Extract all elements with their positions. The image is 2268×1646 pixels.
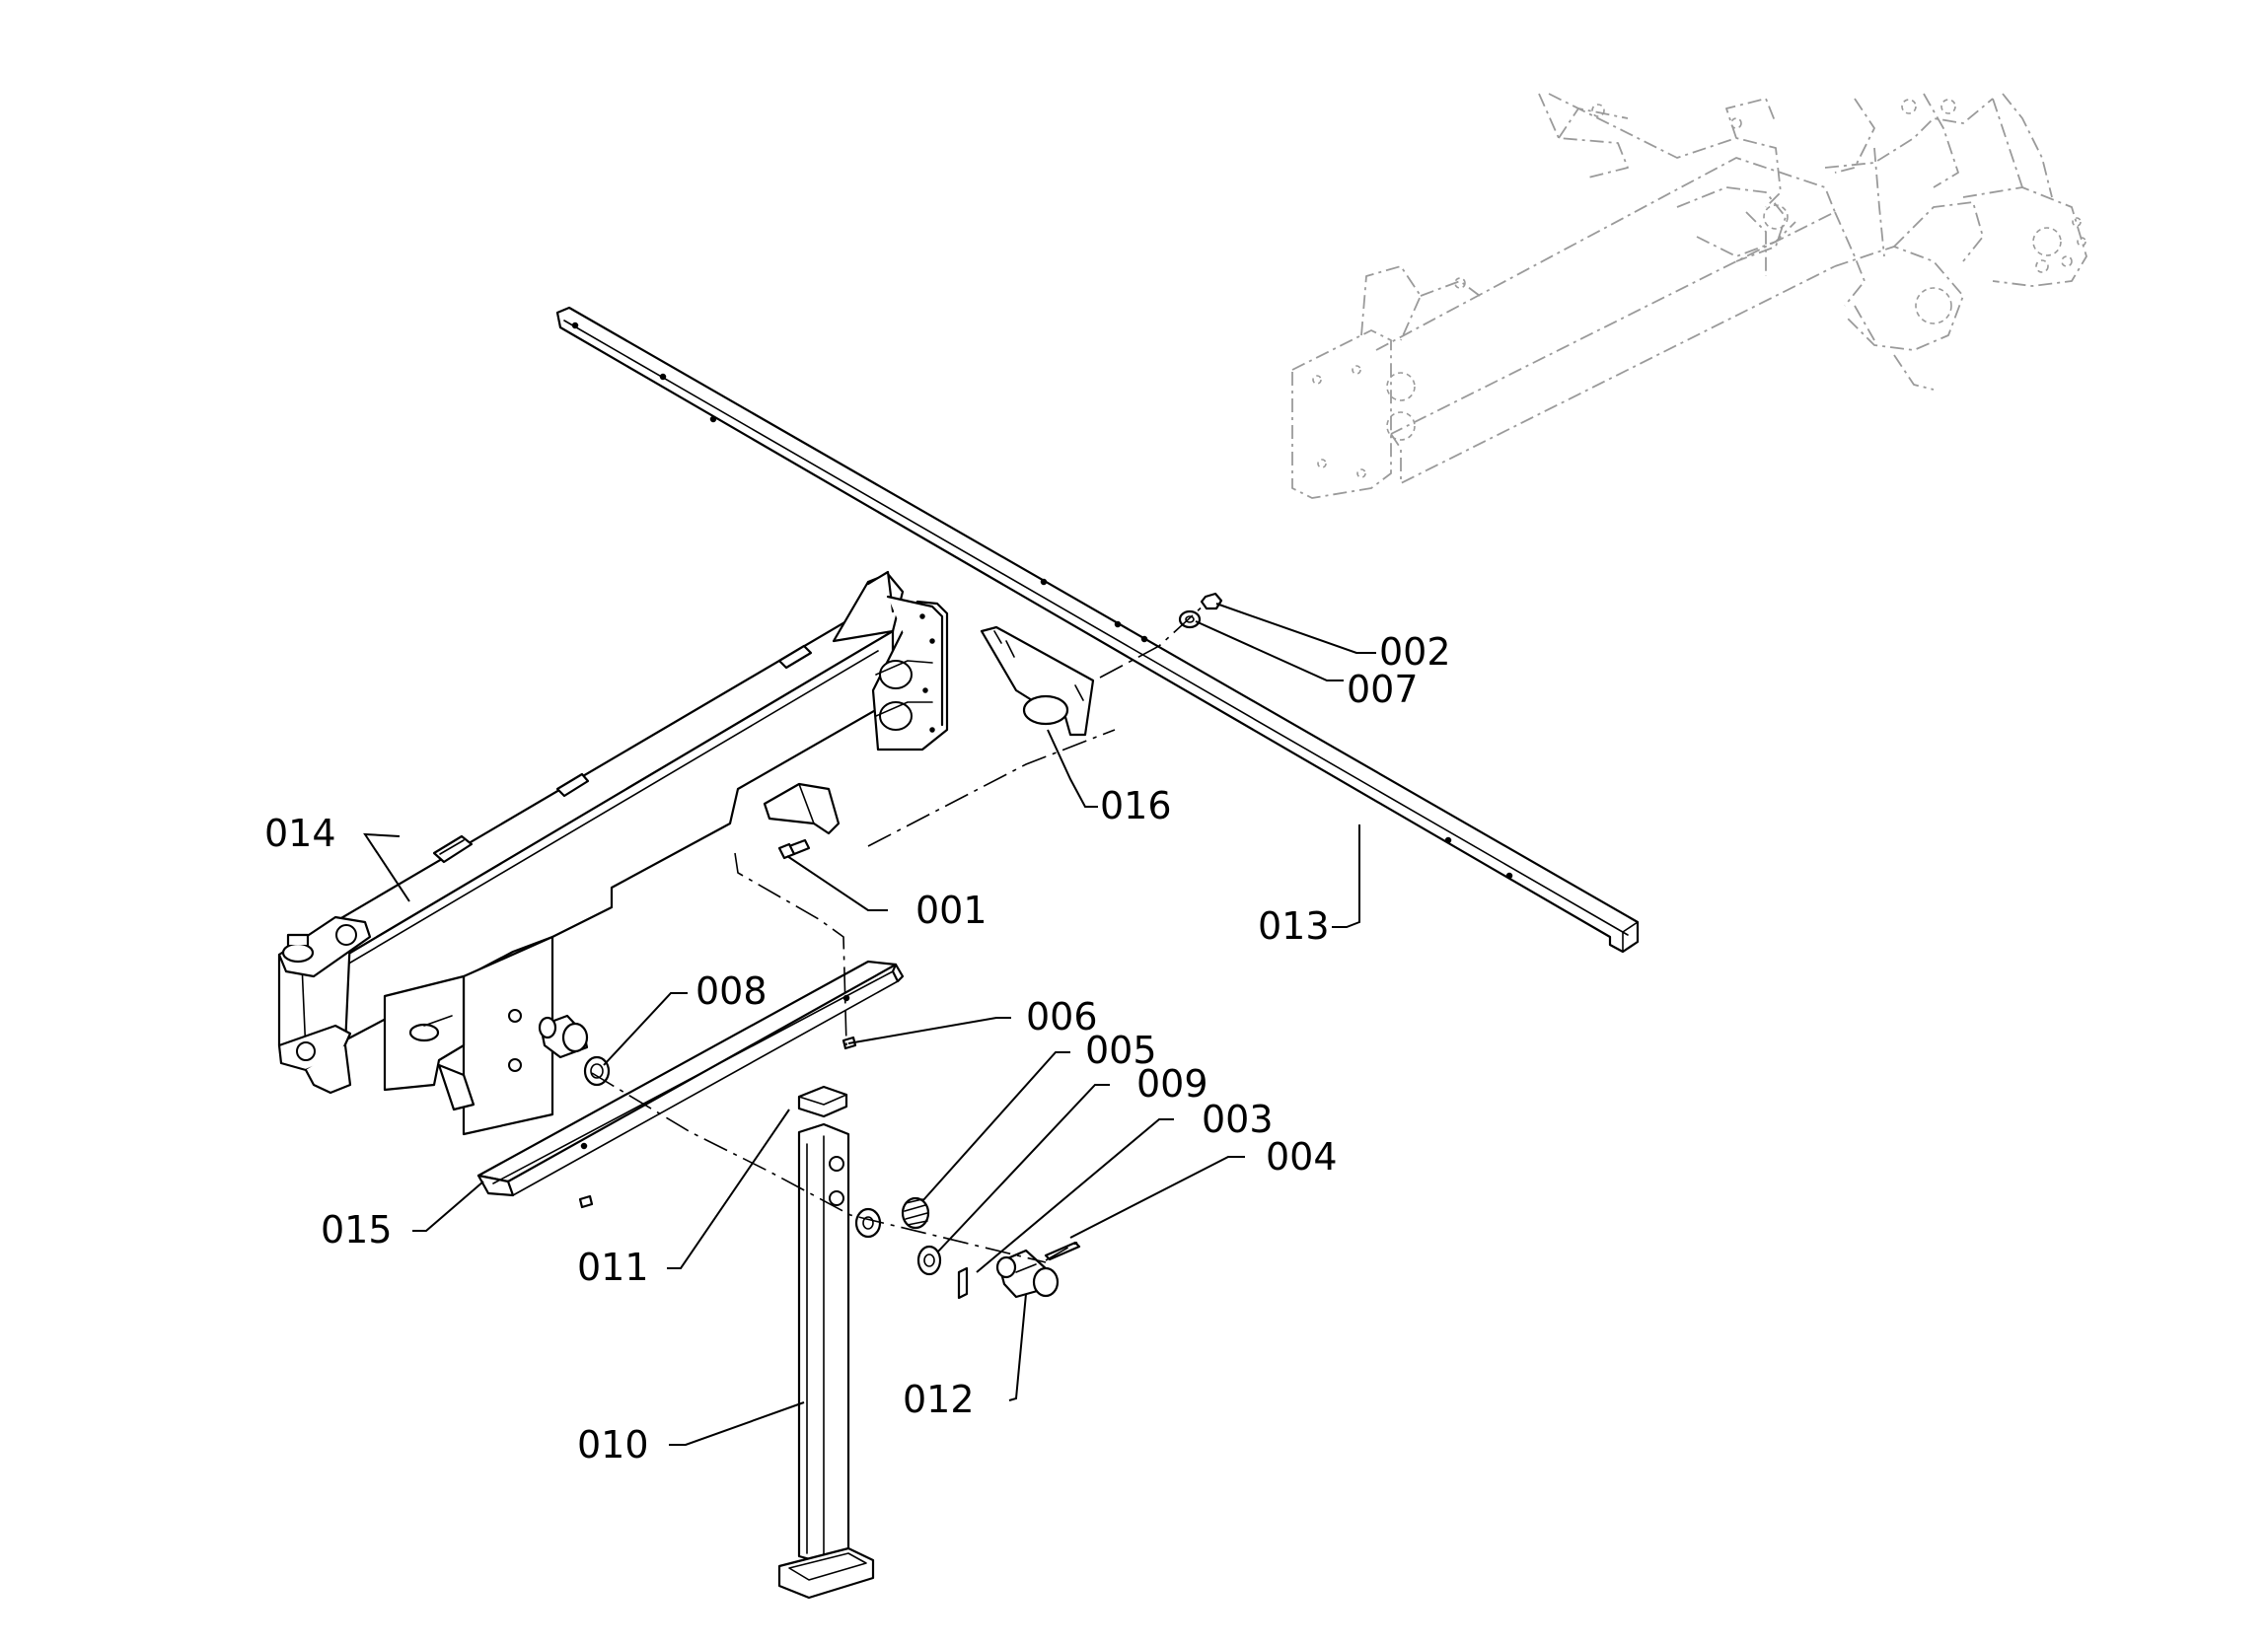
bracket-016: [980, 625, 1095, 737]
callout-011: 011: [577, 1246, 649, 1289]
callout-005: 005: [1085, 1029, 1157, 1072]
callout-002: 002: [1379, 630, 1451, 674]
callout-001: 001: [915, 889, 988, 932]
callout-012: 012: [903, 1378, 975, 1421]
callout-labels: 001 002 003 004 005 006 007 008 009 010 …: [264, 630, 1451, 1467]
callout-004: 004: [1266, 1135, 1338, 1179]
callout-006: 006: [1026, 995, 1098, 1038]
washer-009: [916, 1245, 942, 1276]
beam-014: [277, 570, 949, 1136]
callout-009: 009: [1136, 1062, 1208, 1106]
leader-lines: [363, 603, 1376, 1446]
cap-011: [797, 1085, 848, 1118]
channel-015: [476, 960, 905, 1197]
spring-005: [901, 1196, 930, 1230]
center-lines: [591, 603, 1207, 1263]
nut-002: [1200, 592, 1223, 610]
washer-010-side: [854, 1207, 882, 1239]
callout-007: 007: [1347, 668, 1419, 711]
callout-003: 003: [1202, 1098, 1274, 1141]
bolt-001: [777, 838, 811, 860]
leg-010: [777, 1122, 875, 1600]
screw-015-lower: [578, 1194, 594, 1209]
pin-012: [995, 1249, 1060, 1299]
callout-010: 010: [577, 1423, 649, 1467]
washer-008: [583, 1055, 611, 1087]
pin-003: [957, 1266, 969, 1300]
callout-014: 014: [264, 812, 336, 855]
ghost-frame-assembly: [1291, 93, 2087, 499]
rail-013: [555, 306, 1640, 954]
callout-016: 016: [1100, 784, 1172, 827]
callout-008: 008: [695, 969, 768, 1013]
callout-015: 015: [321, 1208, 393, 1252]
callout-013: 013: [1258, 904, 1330, 948]
